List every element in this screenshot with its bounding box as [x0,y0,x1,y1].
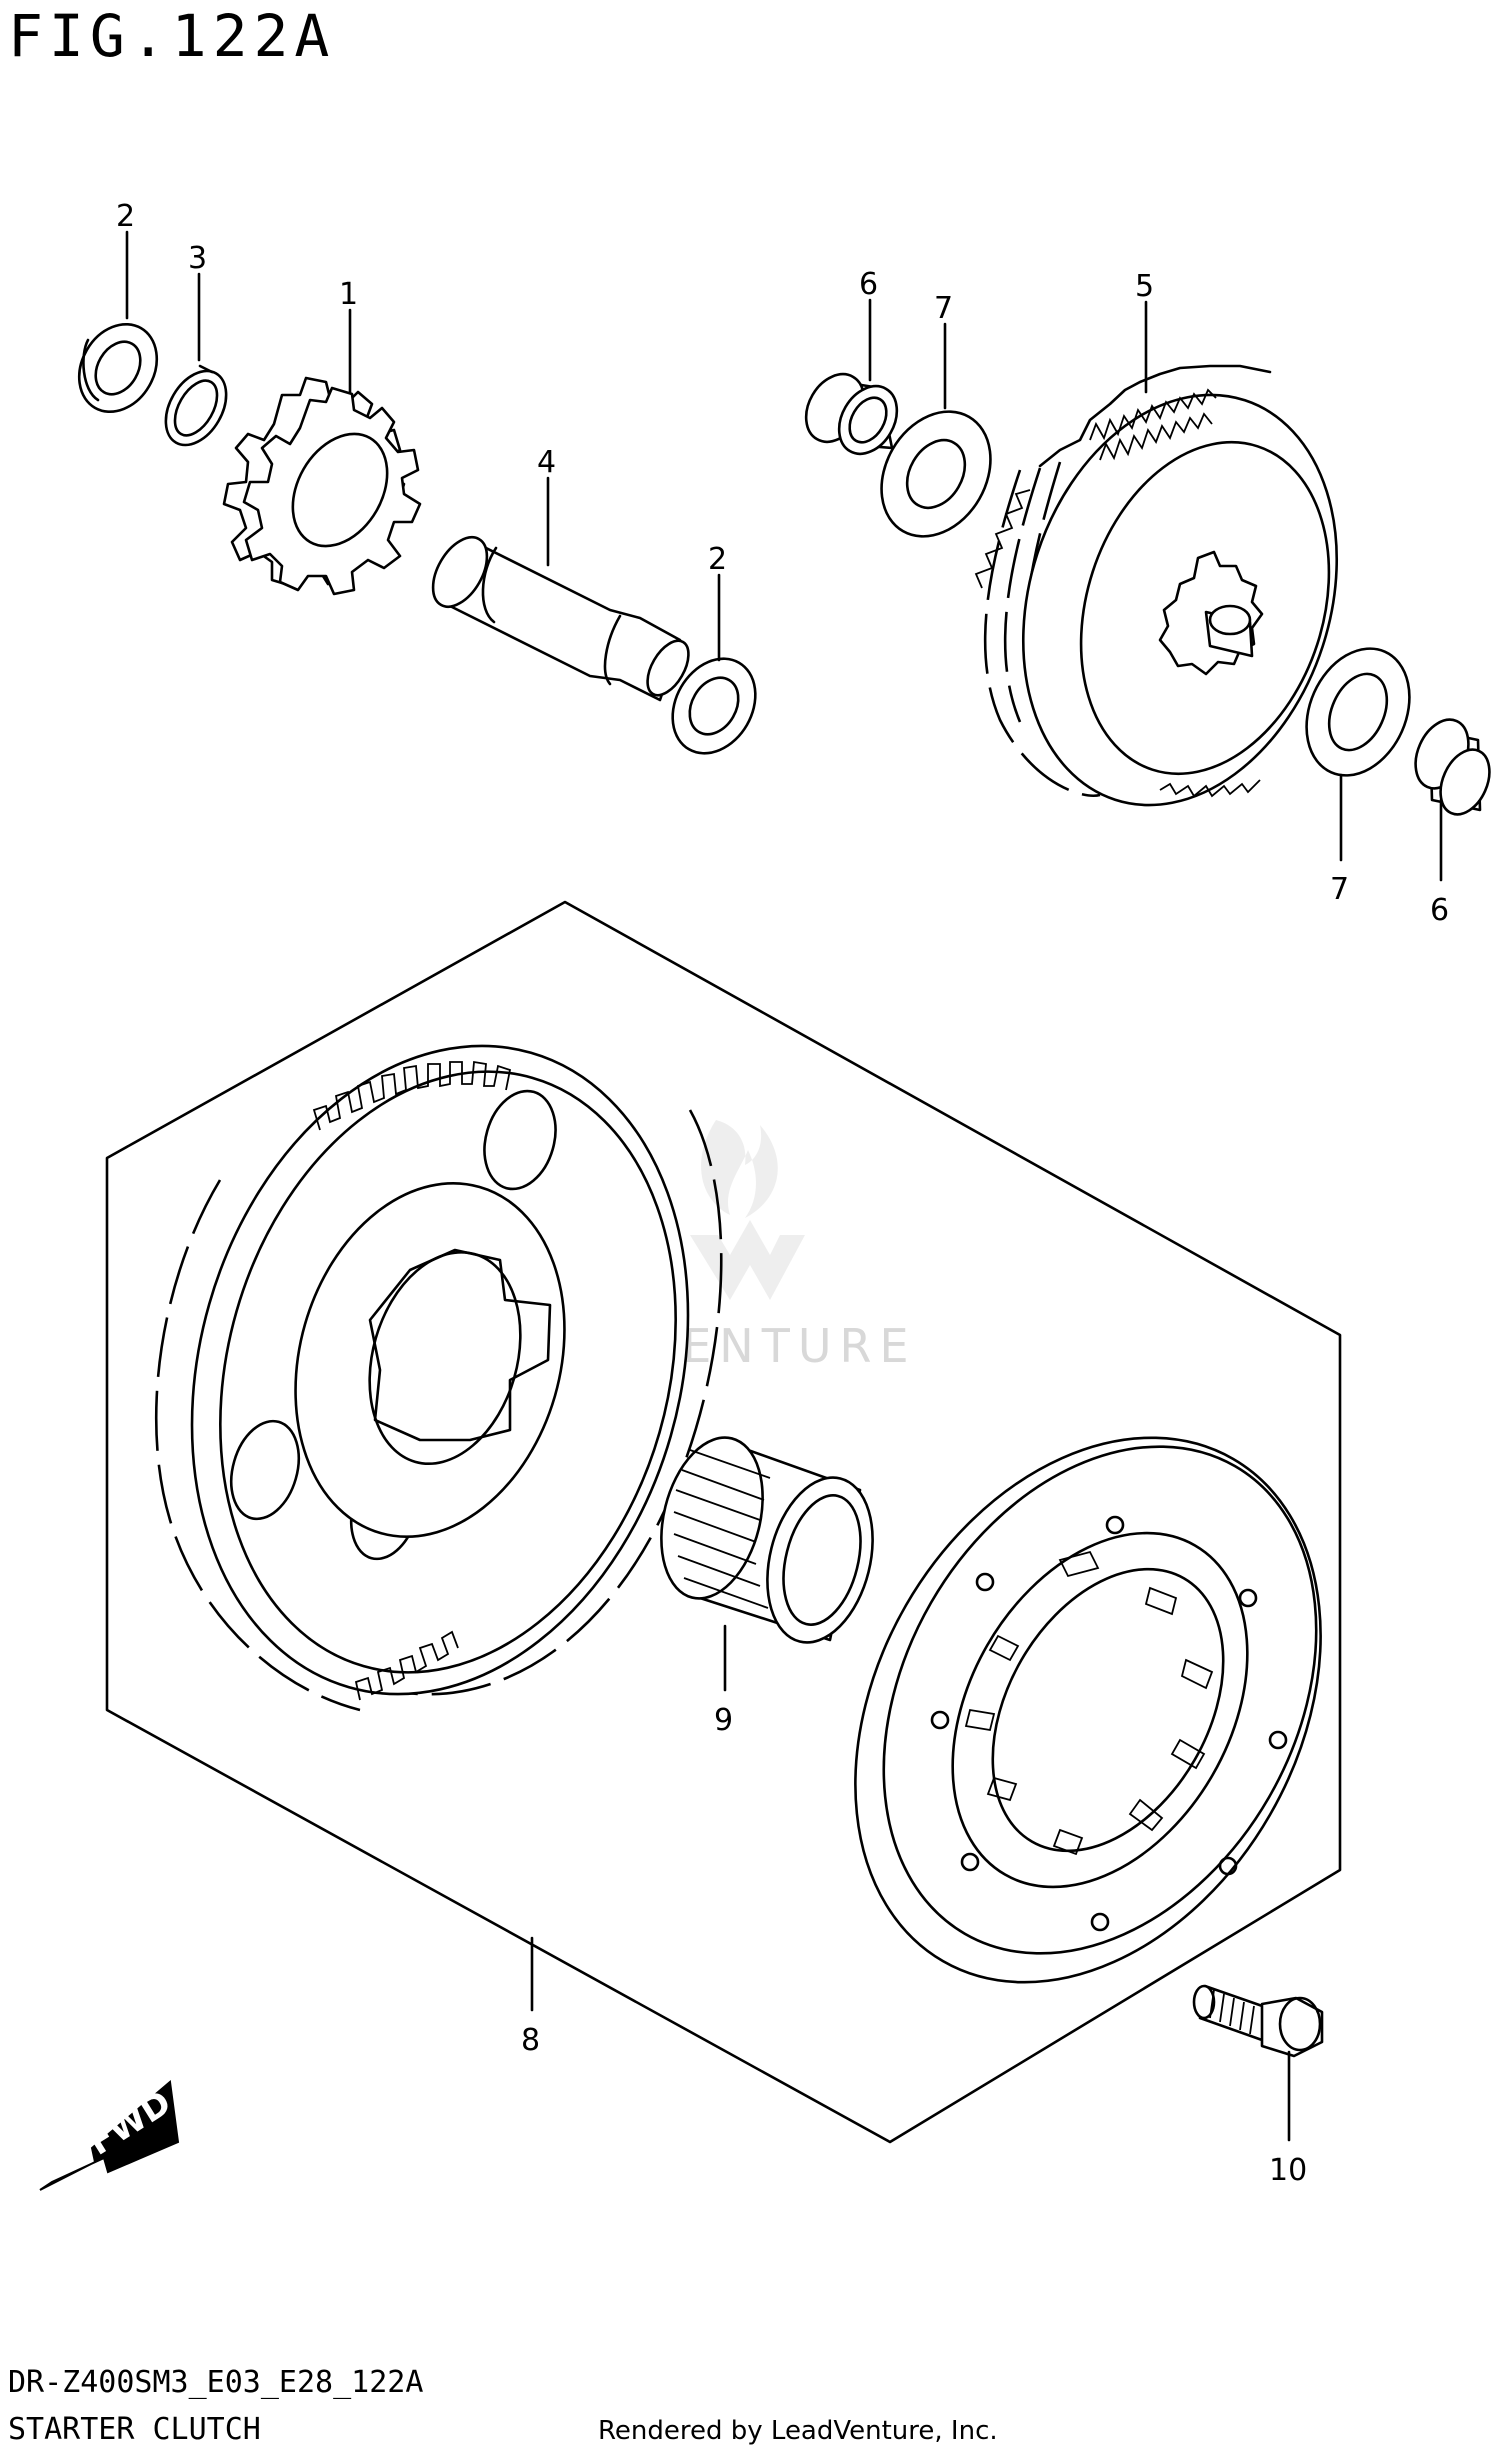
callout-9: 9 [714,1703,733,1738]
callout-2: 2 [116,199,135,234]
part-8-assembly-outline [105,900,1342,2144]
part-8-clutch-housing [854,1436,1322,1984]
leadventure-logo-icon [690,1120,805,1300]
part-2-washer [671,657,757,755]
rendered-by-credit: Rendered by LeadVenture, Inc. [598,2416,998,2446]
model-code: DR-Z400SM3_E03_E28_122A [8,2365,424,2400]
part-4-shaft [431,536,690,702]
section-name: STARTER CLUTCH [8,2412,261,2447]
part-6-bushing [1414,718,1491,816]
callout-7: 7 [1330,872,1349,907]
callout-7: 7 [934,291,953,326]
callout-2: 2 [708,542,727,577]
callout-4: 4 [537,445,556,480]
part-8-driven-gear [154,1044,723,1712]
figure-title: FIG.122A [8,2,336,70]
callout-leaders [125,230,1443,2142]
part-9-needle-bearing [660,1436,874,1644]
part-10-bolt [1192,1984,1324,2058]
part-3-circlip [164,364,228,447]
callout-3: 3 [188,241,207,276]
part-1-gear [222,376,422,596]
callout-6: 6 [859,267,878,302]
callout-5: 5 [1135,269,1154,304]
part-7-washer [1305,647,1411,777]
callout-10: 10 [1269,2153,1307,2188]
part-5-gear-assembly [974,364,1339,807]
callout-1: 1 [339,277,358,312]
part-2-washer [77,322,159,414]
part-6-bushing [804,372,899,456]
part-7-washer [880,410,992,538]
callout-6: 6 [1430,893,1449,928]
fwd-arrow-icon: FWD [39,2080,180,2191]
callout-8: 8 [521,2023,540,2058]
